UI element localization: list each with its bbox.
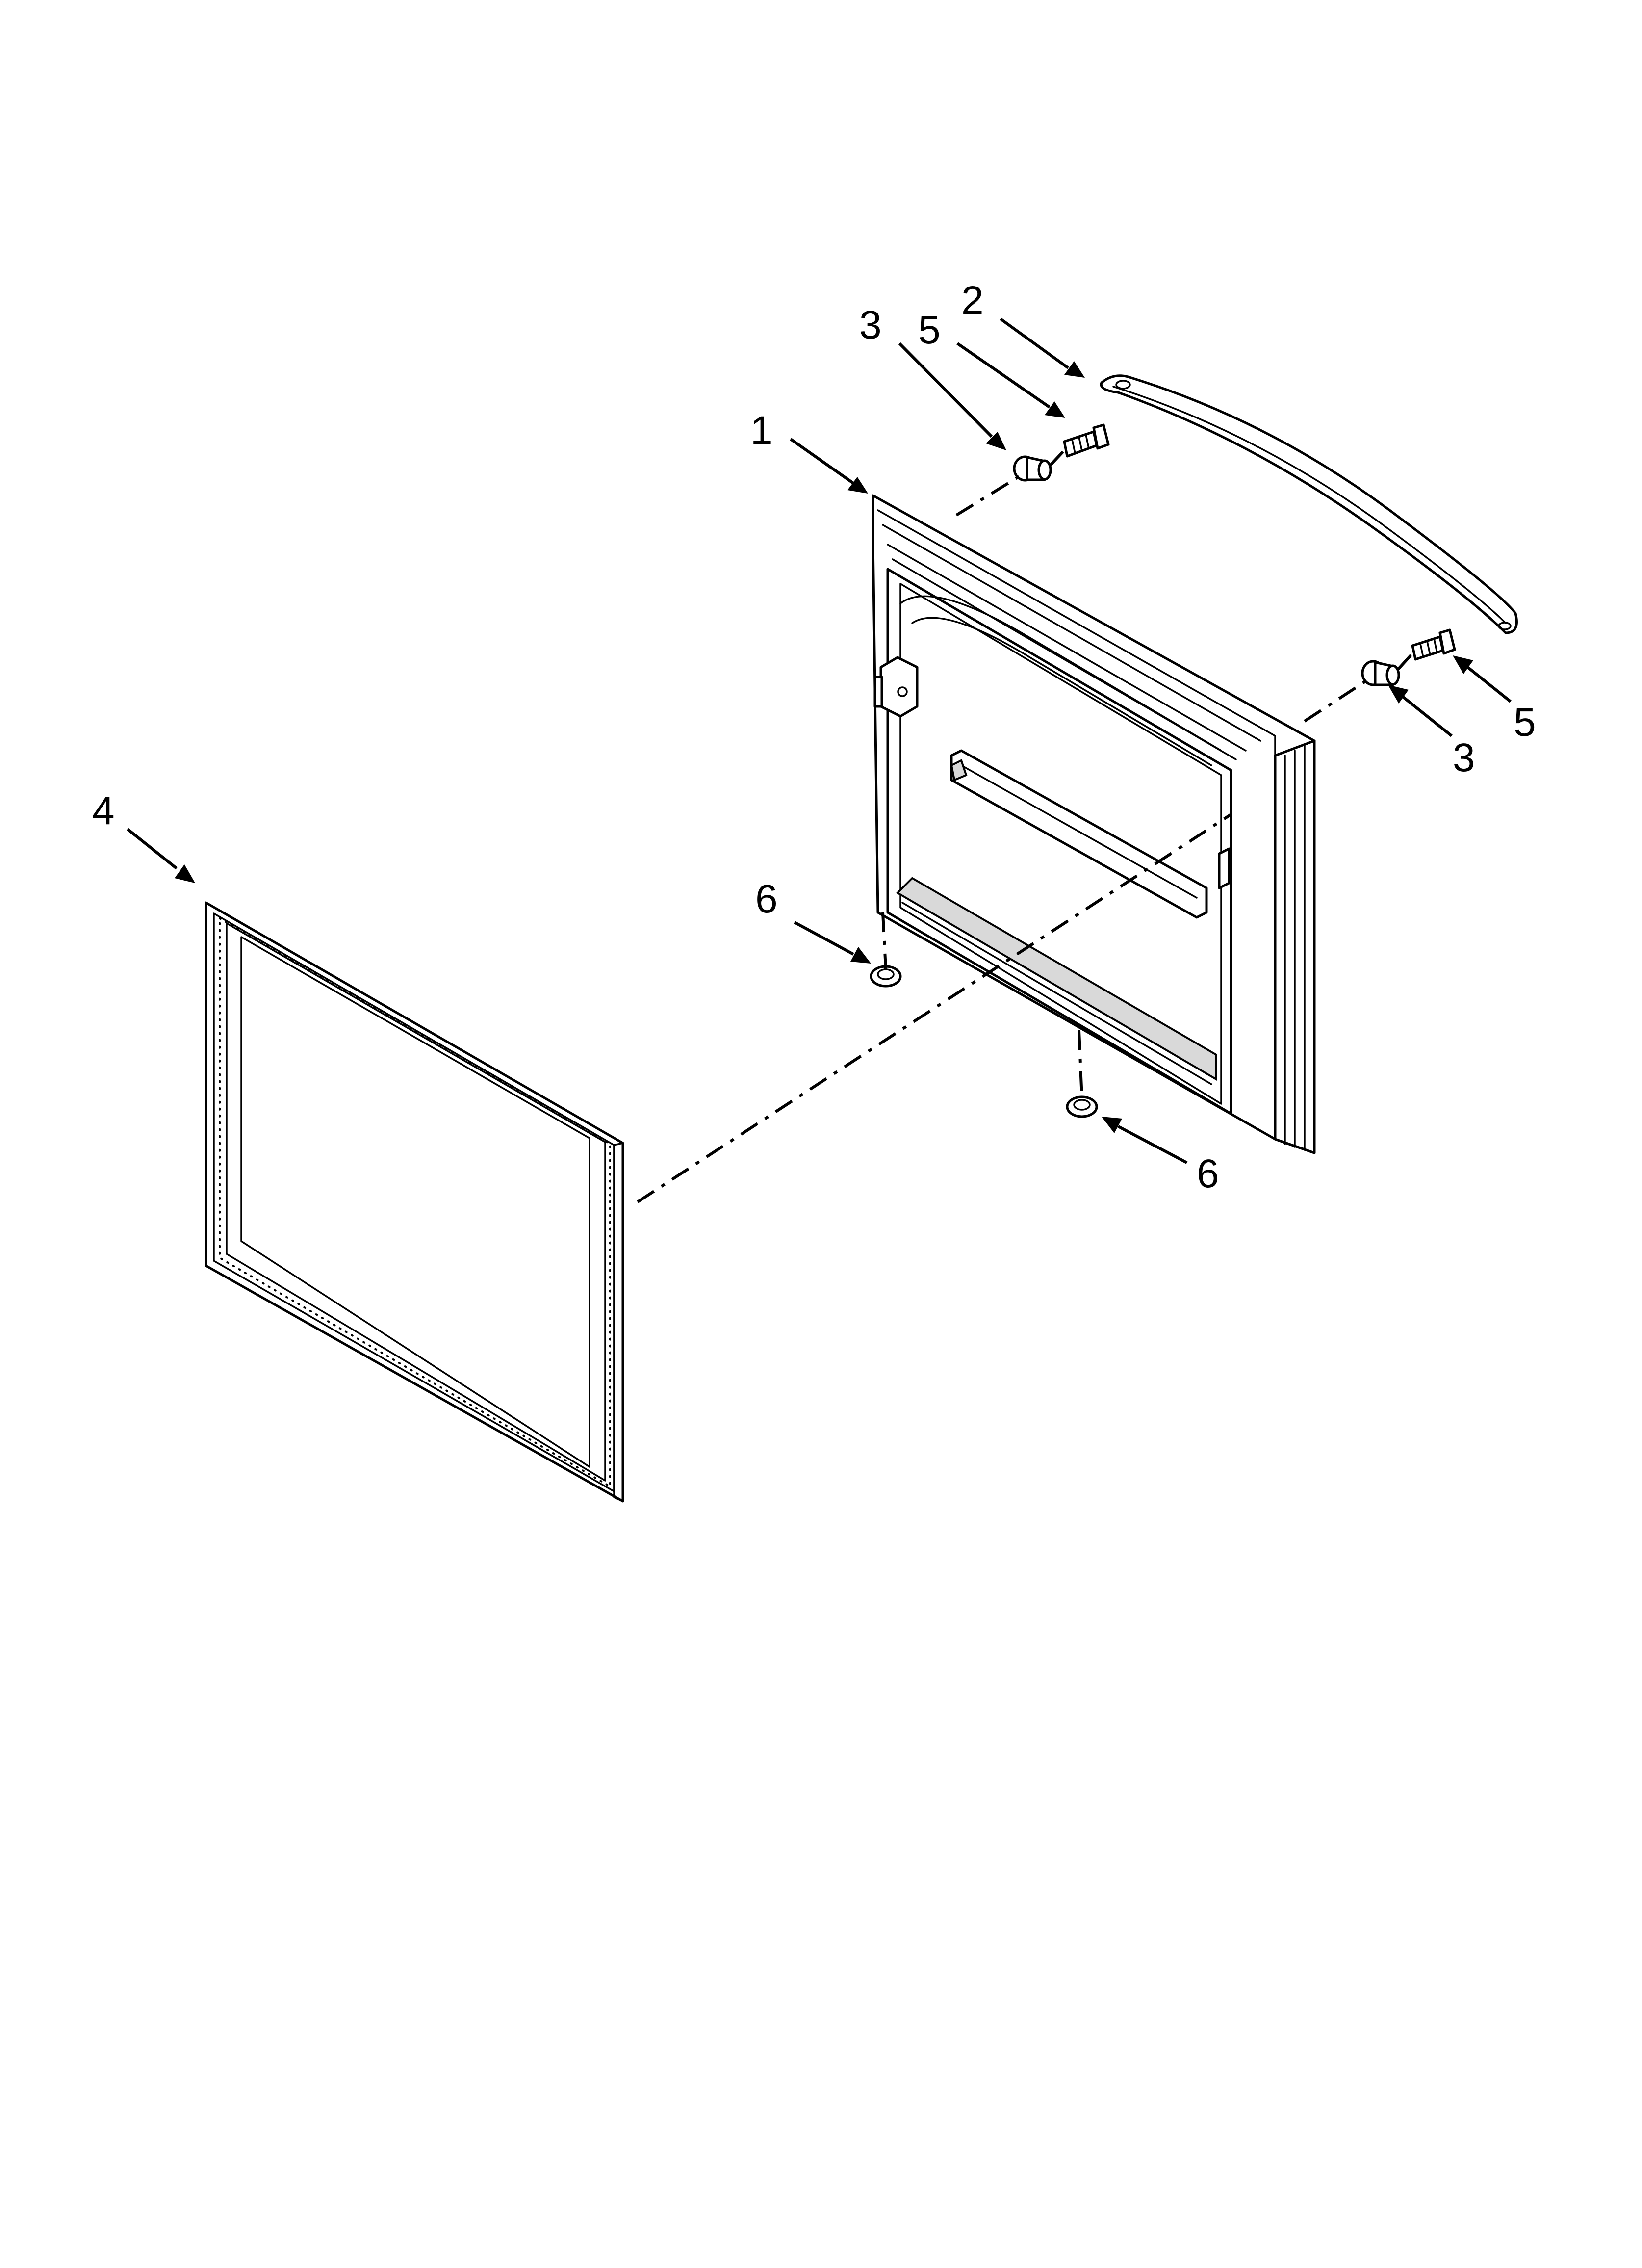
callout-number: 6 [755, 877, 778, 921]
handle-mount-right [1361, 660, 1400, 686]
door-gasket [205, 901, 624, 1503]
callout-number: 4 [92, 788, 115, 833]
callout-6-left: 6 [755, 877, 871, 964]
callout-3-left: 3 [859, 303, 1006, 450]
callout-5-right: 5 [1453, 655, 1536, 745]
callout-5-left: 5 [918, 308, 1065, 418]
door-latch [873, 656, 919, 718]
callout-number: 2 [961, 278, 984, 323]
screw-right [1411, 628, 1456, 661]
callout-number: 1 [750, 408, 773, 453]
callout-number: 5 [918, 308, 941, 352]
callout-3-right: 3 [1388, 685, 1475, 780]
callout-4: 4 [92, 788, 195, 883]
callout-number: 3 [1453, 735, 1475, 780]
door-shelf-bar [950, 749, 1208, 919]
callout-number: 3 [859, 303, 882, 347]
callout-2: 2 [961, 278, 1085, 378]
freezer-door [872, 494, 1316, 1154]
callout-1: 1 [750, 408, 868, 494]
assembly-lines [637, 449, 1414, 1203]
callout-number: 5 [1514, 700, 1536, 745]
handle-mount-left [1013, 455, 1052, 482]
foot-right [1066, 1095, 1098, 1118]
callout-6-right: 6 [1102, 1117, 1219, 1196]
callout-number: 6 [1197, 1151, 1219, 1196]
screw-left [1063, 423, 1110, 458]
door-handle [1100, 374, 1518, 634]
foot-left [870, 965, 902, 988]
